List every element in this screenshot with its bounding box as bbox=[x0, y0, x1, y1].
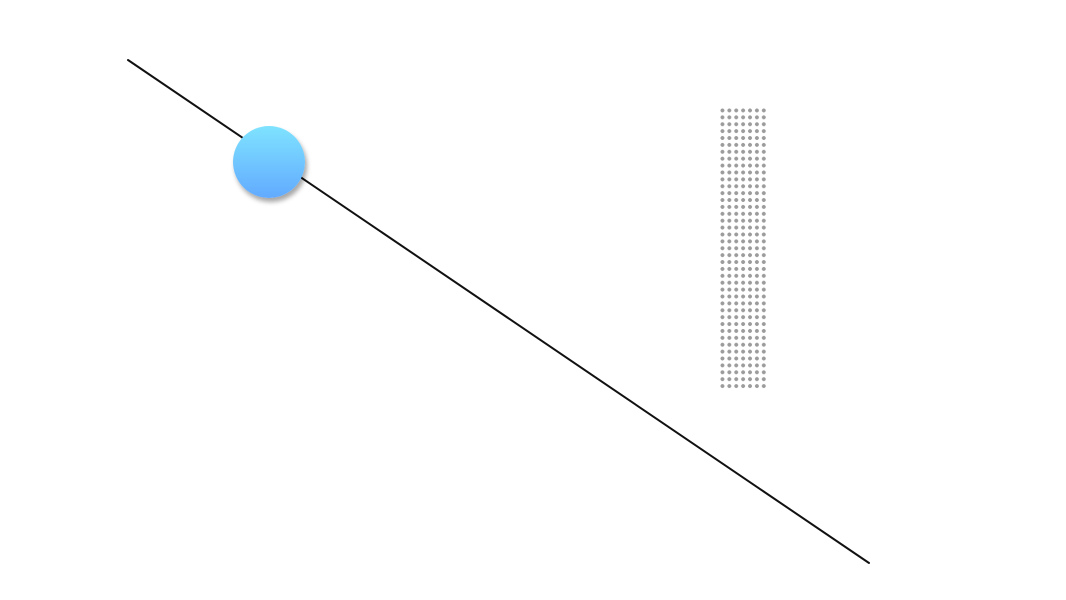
ball-handle[interactable] bbox=[233, 126, 305, 198]
dot-grid-block bbox=[719, 107, 767, 389]
